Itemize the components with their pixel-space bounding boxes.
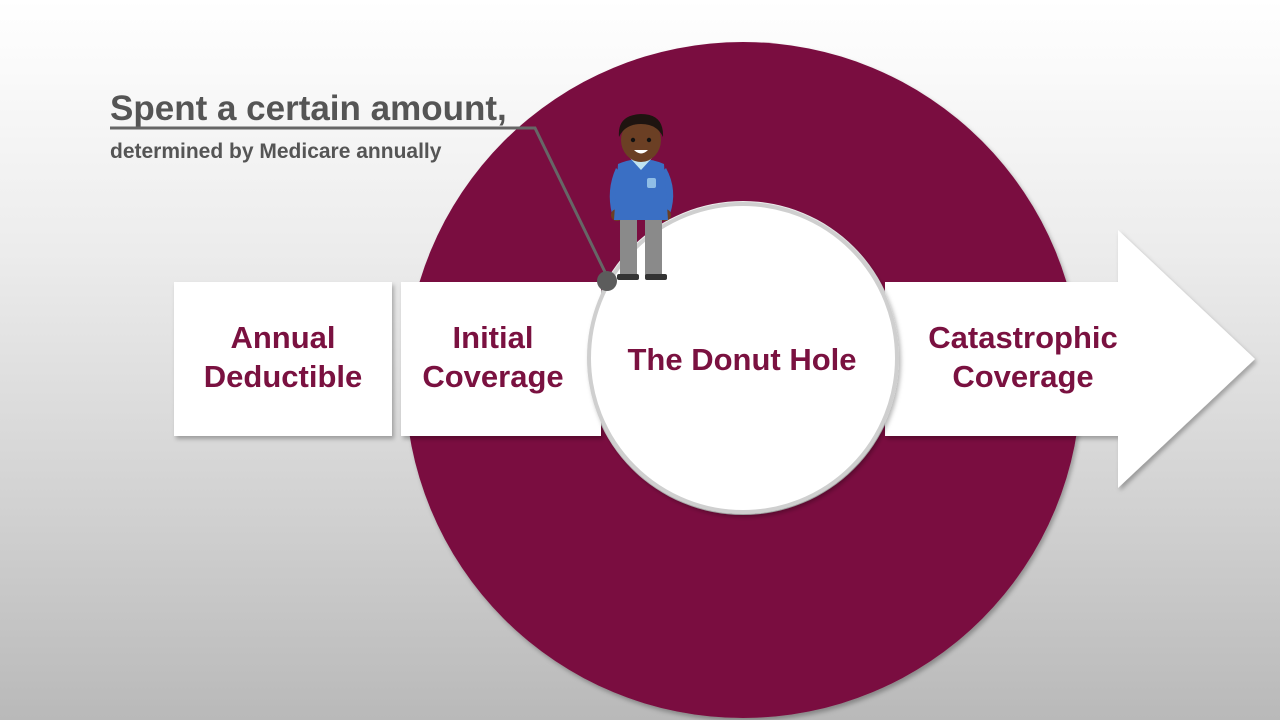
donut-hole-circle <box>587 202 899 514</box>
stage-label-catastrophic-coverage: Coverage <box>952 359 1093 394</box>
stage-label-initial: Initial <box>453 320 534 355</box>
stage-label-deductible: Deductible <box>204 359 362 394</box>
timeline-arrow <box>885 230 1255 488</box>
callout-marker-dot <box>597 271 617 291</box>
callout-subline: determined by Medicare annually <box>110 140 442 163</box>
stage-label-catastrophic: Catastrophic <box>928 320 1117 355</box>
stage-label-coverage: Coverage <box>422 359 563 394</box>
stage-box-annual-deductible <box>174 282 392 436</box>
stage-label-annual: Annual <box>230 320 335 355</box>
stage-label-donut-hole: The Donut Hole <box>627 342 856 377</box>
stage-box-initial-coverage <box>401 282 601 436</box>
callout-headline: Spent a certain amount, <box>110 89 507 128</box>
callout-leader-line <box>110 126 607 273</box>
person-figure <box>609 114 674 280</box>
